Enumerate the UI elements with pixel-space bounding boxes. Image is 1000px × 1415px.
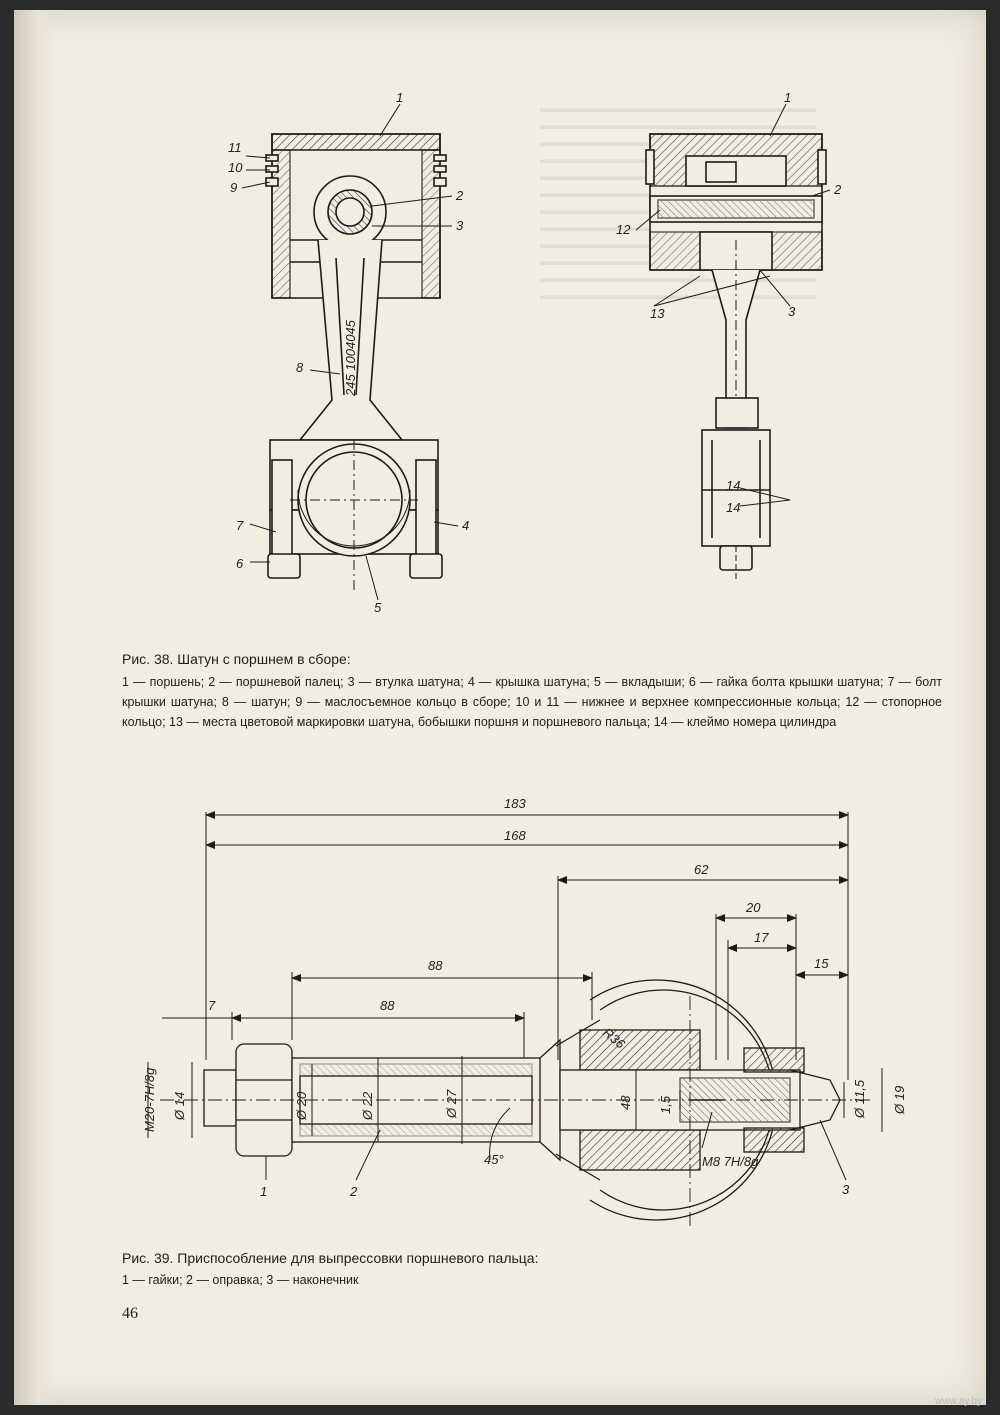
nut-part-1: [203, 1043, 293, 1157]
label-11: 11: [228, 140, 242, 155]
dim-phi14: Ø 14: [172, 1092, 187, 1121]
figure-38-caption-title: Рис. 38. Шатун с поршнем в сборе:: [122, 651, 351, 667]
figure-39-dimensions: 183 168 62 20 17 15 88 88 7 M20-7H/8g Ø …: [142, 796, 907, 1169]
dim-thread: M20-7H/8g: [142, 1067, 157, 1132]
label-6: 6: [236, 556, 244, 571]
label-2: 2: [455, 188, 464, 203]
dim-62: 62: [694, 862, 709, 877]
watermark: www.ay.by: [934, 1396, 982, 1407]
connecting-rod-right: [701, 240, 771, 580]
dim-phi11-5: Ø 11,5: [852, 1079, 867, 1119]
label-r14a: 14: [726, 478, 740, 493]
dim-7: 7: [208, 998, 216, 1013]
figure-39-caption-title: Рис. 39. Приспособление для выпрессовки …: [122, 1250, 539, 1266]
label-10: 10: [228, 160, 243, 175]
dim-168: 168: [504, 828, 526, 843]
dim-phi27: Ø 27: [444, 1089, 459, 1119]
label-7: 7: [236, 518, 244, 533]
dim-88-upper: 88: [428, 958, 443, 973]
dim-phi20: Ø 20: [294, 1091, 309, 1121]
label-9: 9: [230, 180, 237, 195]
dim-88-lower: 88: [380, 998, 395, 1013]
label-r1: 1: [784, 90, 791, 105]
dim-20: 20: [745, 900, 761, 915]
label-8: 8: [296, 360, 304, 375]
figure-38-labels-left: 1 11 10 9 2 3 8 7 6 4 5: [228, 90, 469, 615]
label-r12: 12: [616, 222, 631, 237]
dim-phi22: Ø 22: [360, 1091, 375, 1121]
label-r14b: 14: [726, 500, 740, 515]
label-r13: 13: [650, 306, 665, 321]
label-3: 3: [456, 218, 464, 233]
label-r3: 3: [788, 304, 796, 319]
page-number: 46: [122, 1305, 138, 1322]
dim-15: 15: [814, 956, 829, 971]
connecting-rod-left: [267, 175, 443, 590]
figure-39-caption-body: 1 — гайки; 2 — оправка; 3 — наконечник: [122, 1273, 359, 1287]
fig39-label-2: 2: [349, 1184, 358, 1199]
dim-phi19: Ø 19: [892, 1086, 907, 1115]
dim-48: 48: [618, 1095, 633, 1110]
dim-m8: M8 7H/8g: [702, 1154, 759, 1169]
dim-183: 183: [504, 796, 526, 811]
label-4: 4: [462, 518, 469, 533]
figure-39-drawing: 183 168 62 20 17 15 88 88 7 M20-7H/8g Ø …: [142, 796, 907, 1230]
dim-1-5: 1,5: [658, 1095, 673, 1114]
fig39-label-1: 1: [260, 1184, 267, 1199]
page-spine-shadow: [14, 10, 54, 1405]
label-r2: 2: [833, 182, 842, 197]
figure-38-drawing: 245 1004045 1 11 10 9 2 3 8 7 6 4 5 1 2 …: [228, 90, 842, 615]
dim-angle: 45°: [484, 1152, 504, 1167]
label-5: 5: [374, 600, 382, 615]
fig39-label-3: 3: [842, 1182, 850, 1197]
rod-stamp-text: 245 1004045: [343, 319, 358, 397]
figure-38-caption-body: 1 — поршень; 2 — поршневой палец; 3 — вт…: [122, 675, 942, 729]
label-1: 1: [396, 90, 403, 105]
figure-38-labels-right: 1 2 12 13 3 14 14: [616, 90, 842, 515]
dim-17: 17: [754, 930, 769, 945]
figure-39-labels: 1 2 3: [260, 1182, 850, 1199]
book-page: [14, 10, 986, 1405]
